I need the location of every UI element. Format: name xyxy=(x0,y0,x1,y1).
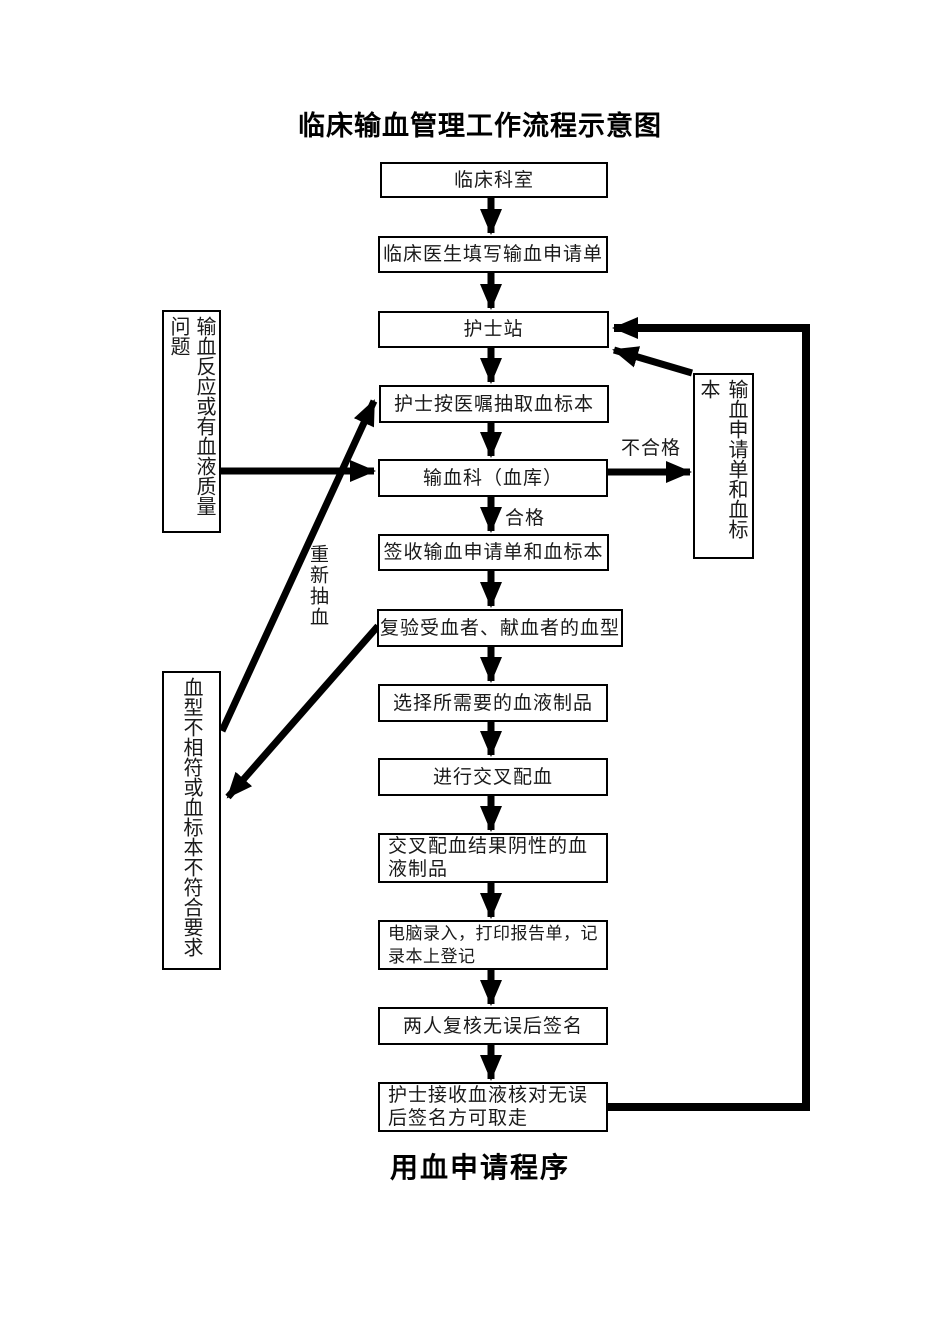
edge-label-redraw-blood: 重新抽血 xyxy=(307,544,328,628)
node-perform-crossmatch: 进行交叉配血 xyxy=(378,758,608,796)
arrow-form-sample-to-nurse-station xyxy=(612,346,693,377)
arrow-reverify-to-mismatch xyxy=(225,623,381,800)
node-transfusion-reaction-quality-problem: 输血反应或有血液质量问题 xyxy=(162,310,221,533)
page-title: 临床输血管理工作流程示意图 xyxy=(298,111,662,141)
node-blood-type-mismatch: 血型不相符或血标本不符合要求 xyxy=(162,671,221,970)
node-two-person-check-sign: 两人复核无误后签名 xyxy=(378,1007,608,1045)
arrow-nurse-receive-feedback-to-nurse-station xyxy=(606,317,810,1111)
arrow-mismatch-redraw-to-draw-sample xyxy=(218,399,378,733)
node-negative-crossmatch-products: 交叉配血结果阴性的血液制品 xyxy=(378,833,608,883)
edge-label-unqualified: 不合格 xyxy=(621,438,682,459)
edge-label-qualified: 合格 xyxy=(505,508,546,529)
node-nurse-station: 护士站 xyxy=(378,311,609,348)
node-doctor-fills-form: 临床医生填写输血申请单 xyxy=(378,236,608,273)
node-reverify-blood-types: 复验受血者、献血者的血型 xyxy=(377,609,623,647)
node-application-form-and-sample: 输血申请单和血标本 xyxy=(693,373,754,559)
node-nurse-draws-sample: 护士按医嘱抽取血标本 xyxy=(379,385,609,423)
node-nurse-receive-verify-sign: 护士接收血液核对无误后签名方可取走 xyxy=(378,1082,608,1132)
node-computer-entry-print-register: 电脑录入，打印报告单，记录本上登记 xyxy=(378,920,608,970)
footer-title: 用血申请程序 xyxy=(389,1152,570,1183)
node-clinical-dept: 临床科室 xyxy=(380,162,608,198)
node-select-blood-products: 选择所需要的血液制品 xyxy=(378,684,608,722)
node-sign-receive-form-sample: 签收输血申请单和血标本 xyxy=(378,534,609,571)
node-blood-bank: 输血科（血库） xyxy=(378,459,608,497)
